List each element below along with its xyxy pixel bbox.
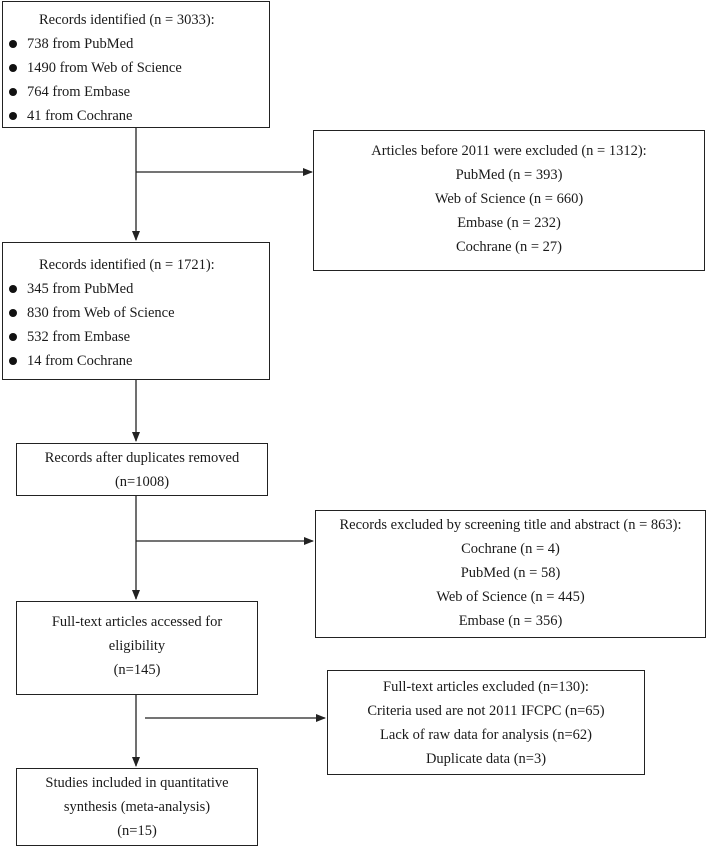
- list-item: 532 from Embase: [3, 325, 269, 349]
- list-item: 345 from PubMed: [3, 277, 269, 301]
- list-item: Embase (n = 232): [457, 215, 561, 231]
- records-identified-box-2: Records identified (n = 1721): 345 from …: [2, 242, 270, 380]
- list-item: 830 from Web of Science: [3, 301, 269, 325]
- studies-included-label-2: synthesis (meta-analysis): [63, 799, 211, 815]
- bullet-icon: [9, 309, 17, 317]
- duplicates-removed-label: Records after duplicates removed: [44, 450, 240, 466]
- studies-included-count: (n=15): [117, 823, 157, 839]
- list-item: Cochrane (n = 4): [461, 541, 560, 557]
- studies-included-box: Studies included in quantitative synthes…: [16, 768, 258, 846]
- list-item: Web of Science (n = 445): [436, 589, 585, 605]
- list-item: 14 from Cochrane: [3, 349, 269, 373]
- duplicates-removed-count: (n=1008): [114, 474, 170, 490]
- list-item: 1490 from Web of Science: [3, 56, 269, 80]
- list-item: 41 from Cochrane: [3, 104, 269, 128]
- list-item: 738 from PubMed: [3, 32, 269, 56]
- list-item: Embase (n = 356): [458, 613, 563, 629]
- excluded-screening-box: Records excluded by screening title and …: [315, 510, 706, 638]
- list-item: PubMed (n = 393): [455, 167, 563, 183]
- list-item: Cochrane (n = 27): [455, 239, 563, 255]
- bullet-icon: [9, 112, 17, 120]
- excluded-screening-title: Records excluded by screening title and …: [339, 517, 682, 533]
- bullet-icon: [9, 40, 17, 48]
- list-item: PubMed (n = 58): [460, 565, 561, 581]
- fulltext-assessed-box: Full-text articles accessed for eligibil…: [16, 601, 258, 695]
- bullet-icon: [9, 88, 17, 96]
- fulltext-assessed-label-1: Full-text articles accessed for: [51, 614, 223, 630]
- records-identified-box-1: Records identified (n = 3033): 738 from …: [2, 1, 270, 128]
- fulltext-assessed-count: (n=145): [113, 662, 161, 678]
- list-item: Duplicate data (n=3): [425, 751, 547, 767]
- list-item: Lack of raw data for analysis (n=62): [380, 727, 592, 743]
- excluded-before-2011-box: Articles before 2011 were excluded (n = …: [313, 130, 705, 271]
- records-identified-title-1: Records identified (n = 3033):: [39, 12, 215, 28]
- records-identified-title-2: Records identified (n = 1721):: [39, 257, 215, 273]
- fulltext-assessed-label-2: eligibility: [108, 638, 166, 654]
- list-item: 764 from Embase: [3, 80, 269, 104]
- list-item: Criteria used are not 2011 IFCPC (n=65): [367, 703, 605, 719]
- fulltext-excluded-box: Full-text articles excluded (n=130): Cri…: [327, 670, 645, 775]
- excluded-before-2011-title: Articles before 2011 were excluded (n = …: [371, 143, 647, 159]
- fulltext-excluded-title: Full-text articles excluded (n=130):: [383, 679, 589, 695]
- bullet-icon: [9, 333, 17, 341]
- bullet-icon: [9, 64, 17, 72]
- list-item: Web of Science (n = 660): [434, 191, 584, 207]
- studies-included-label-1: Studies included in quantitative: [45, 775, 229, 791]
- bullet-icon: [9, 285, 17, 293]
- bullet-icon: [9, 357, 17, 365]
- duplicates-removed-box: Records after duplicates removed (n=1008…: [16, 443, 268, 496]
